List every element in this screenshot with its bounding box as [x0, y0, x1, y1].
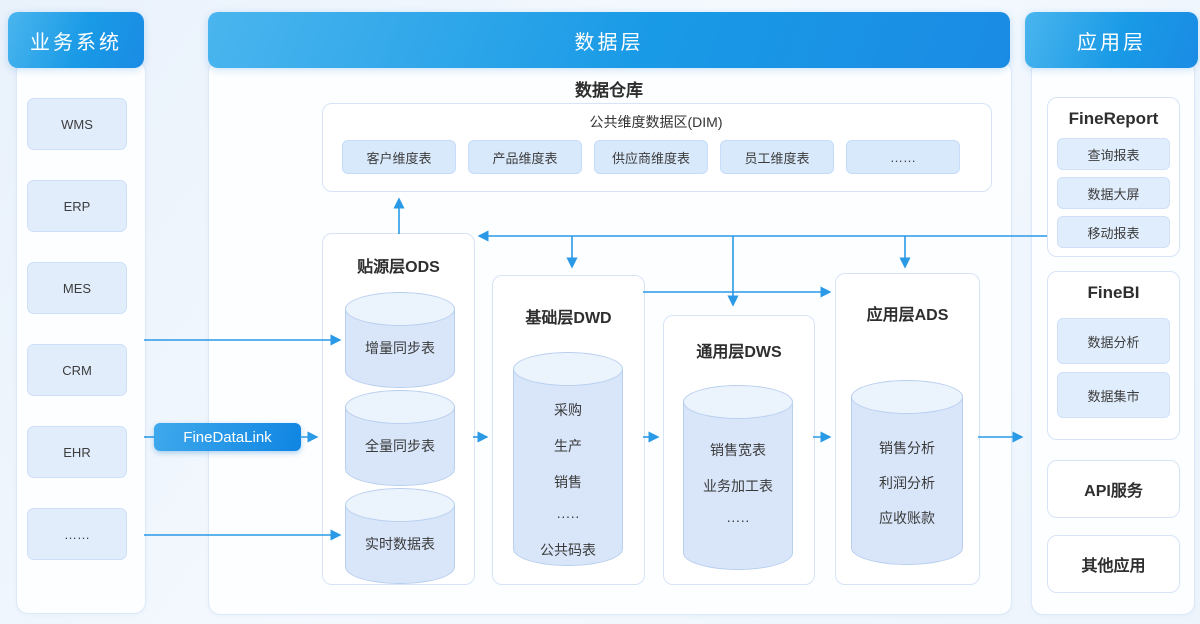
dwd-cylinder: 采购 生产 销售 ····· 公共码表 — [513, 352, 623, 566]
dim-table-product: 产品维度表 — [468, 140, 582, 174]
ods-cylinder-incremental: 增量同步表 — [345, 292, 455, 388]
ads-cylinder-items: 销售分析 利润分析 应收账款 — [879, 440, 935, 526]
ads-layer-title: 应用层ADS — [866, 307, 949, 324]
dim-zone-label: 公共维度数据区(DIM) — [589, 114, 723, 130]
other-apps-card: 其他应用 — [1047, 535, 1180, 593]
business-systems-header: 业务系统 — [8, 12, 144, 68]
dim-table-customer: 客户维度表 — [342, 140, 456, 174]
data-layer-header: 数据层 — [208, 12, 1010, 68]
finebi-item-analysis: 数据分析 — [1057, 318, 1170, 364]
dws-layer-title: 通用层DWS — [696, 344, 782, 361]
dwd-cylinder-items: 采购 生产 销售 ····· 公共码表 — [540, 402, 596, 558]
ads-cylinder: 销售分析 利润分析 应收账款 — [851, 380, 963, 565]
system-node-mes: MES — [27, 262, 127, 314]
ods-layer-title: 贴源层ODS — [357, 259, 440, 276]
data-warehouse-title: 数据仓库 — [575, 81, 643, 100]
system-node-more: …… — [27, 508, 127, 560]
application-layer-header: 应用层 — [1025, 12, 1198, 68]
finereport-item-mobile: 移动报表 — [1057, 216, 1170, 248]
ods-cylinder-full: 全量同步表 — [345, 390, 455, 486]
system-node-ehr: EHR — [27, 426, 127, 478]
finereport-item-query: 查询报表 — [1057, 138, 1170, 170]
dim-table-supplier: 供应商维度表 — [594, 140, 708, 174]
dwd-layer-title: 基础层DWD — [525, 310, 612, 327]
system-node-wms: WMS — [27, 98, 127, 150]
finebi-title: FineBI — [1087, 283, 1140, 302]
dws-cylinder-items: 销售宽表 业务加工表 ····· — [703, 442, 773, 528]
finedatalink-badge: FineDataLink — [154, 423, 301, 451]
api-service-card: API服务 — [1047, 460, 1180, 518]
system-node-crm: CRM — [27, 344, 127, 396]
dim-table-more: …… — [846, 140, 960, 174]
finebi-item-mart: 数据集市 — [1057, 372, 1170, 418]
finereport-item-dashboard: 数据大屏 — [1057, 177, 1170, 209]
dws-cylinder: 销售宽表 业务加工表 ····· — [683, 385, 793, 570]
ods-cylinder-realtime: 实时数据表 — [345, 488, 455, 584]
system-node-erp: ERP — [27, 180, 127, 232]
dim-table-employee: 员工维度表 — [720, 140, 834, 174]
finereport-title: FineReport — [1068, 109, 1159, 128]
